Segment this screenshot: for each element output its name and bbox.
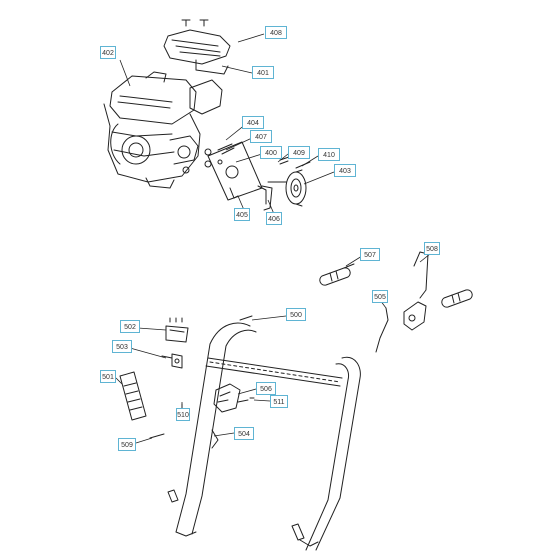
handle-frame-drawing [167, 315, 361, 551]
part-label-407[interactable]: 407 [250, 130, 272, 143]
part-label-408[interactable]: 408 [265, 26, 287, 39]
right-grip-drawing [441, 289, 473, 308]
part-label-409[interactable]: 409 [288, 146, 310, 159]
part-label-504[interactable]: 504 [234, 427, 254, 440]
pin-drawing [149, 433, 165, 439]
engine-small-parts [217, 143, 311, 211]
part-label-500[interactable]: 500 [286, 308, 306, 321]
part-label-509[interactable]: 509 [118, 438, 136, 451]
clip-drawing [161, 353, 183, 369]
part-label-507[interactable]: 507 [360, 248, 380, 261]
part-label-510[interactable]: 510 [176, 408, 190, 421]
part-label-400[interactable]: 400 [260, 146, 282, 159]
part-label-410[interactable]: 410 [318, 148, 340, 161]
throttle-lever-drawing [403, 251, 429, 331]
part-label-511[interactable]: 511 [270, 395, 288, 408]
part-label-502[interactable]: 502 [120, 320, 140, 333]
guard-plate-drawing [207, 141, 263, 201]
engine-drawing [103, 19, 231, 189]
screw-drawing [237, 397, 255, 403]
part-label-506[interactable]: 506 [256, 382, 276, 395]
switch-drawing [213, 383, 241, 413]
bracket-drawing [165, 317, 189, 343]
sleeve-drawing [119, 371, 147, 421]
spring-drawing [211, 429, 219, 449]
part-label-406[interactable]: 406 [266, 212, 282, 225]
part-label-501[interactable]: 501 [100, 370, 116, 383]
part-label-401[interactable]: 401 [252, 66, 274, 79]
throttle-cable-drawing [375, 307, 389, 353]
pulley-drawing [285, 169, 307, 207]
part-label-404[interactable]: 404 [242, 116, 264, 129]
part-label-503[interactable]: 503 [112, 340, 132, 353]
part-label-403[interactable]: 403 [334, 164, 356, 177]
part-label-405[interactable]: 405 [234, 208, 250, 221]
part-label-508[interactable]: 508 [424, 242, 440, 255]
part-label-402[interactable]: 402 [100, 46, 116, 59]
left-grip-drawing [319, 263, 355, 286]
part-label-505[interactable]: 505 [372, 290, 388, 303]
